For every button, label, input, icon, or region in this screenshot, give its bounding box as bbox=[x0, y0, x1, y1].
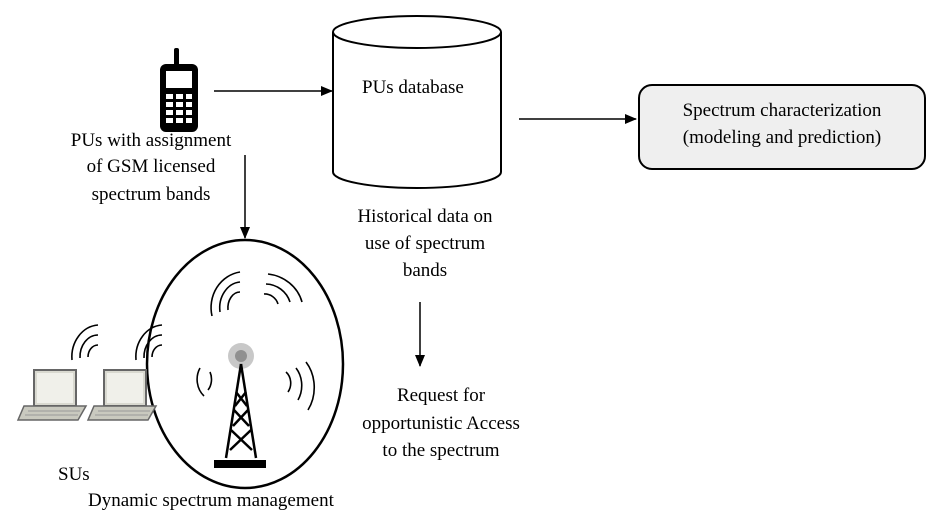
historical-label-line2: use of spectrum bbox=[364, 233, 486, 254]
dynamic-spectrum-management-label: Dynamic spectrum management bbox=[88, 490, 334, 511]
request-label-line3: to the spectrum bbox=[382, 440, 500, 461]
tower-signal-icon bbox=[196, 271, 316, 411]
mobile-phone-icon bbox=[160, 48, 198, 132]
laptop-signal-icon bbox=[71, 324, 163, 361]
spectrum-characterization-box: Spectrum characterization (modeling and … bbox=[638, 84, 926, 170]
laptop-icon bbox=[16, 369, 88, 421]
sus-label: SUs bbox=[58, 464, 90, 481]
request-label-line1: Request for bbox=[396, 385, 486, 406]
database-cylinder bbox=[332, 15, 502, 189]
database-label: PUs database bbox=[362, 77, 464, 98]
characterization-label-line1: Spectrum characterization bbox=[682, 100, 882, 121]
laptop-icon-2 bbox=[86, 369, 158, 421]
historical-label-line3: bands bbox=[402, 260, 448, 281]
pus-label-line3: spectrum bands bbox=[91, 184, 211, 205]
cell-tower-icon bbox=[214, 343, 266, 468]
request-label-line2: opportunistic Access bbox=[362, 413, 520, 434]
pus-label-line1: PUs with assignment bbox=[70, 130, 232, 151]
pus-label-line2: of GSM licensed bbox=[86, 156, 216, 177]
tower-oval bbox=[145, 238, 345, 490]
characterization-label-line2: (modeling and prediction) bbox=[682, 127, 882, 148]
historical-label-line1: Historical data on bbox=[357, 206, 493, 227]
